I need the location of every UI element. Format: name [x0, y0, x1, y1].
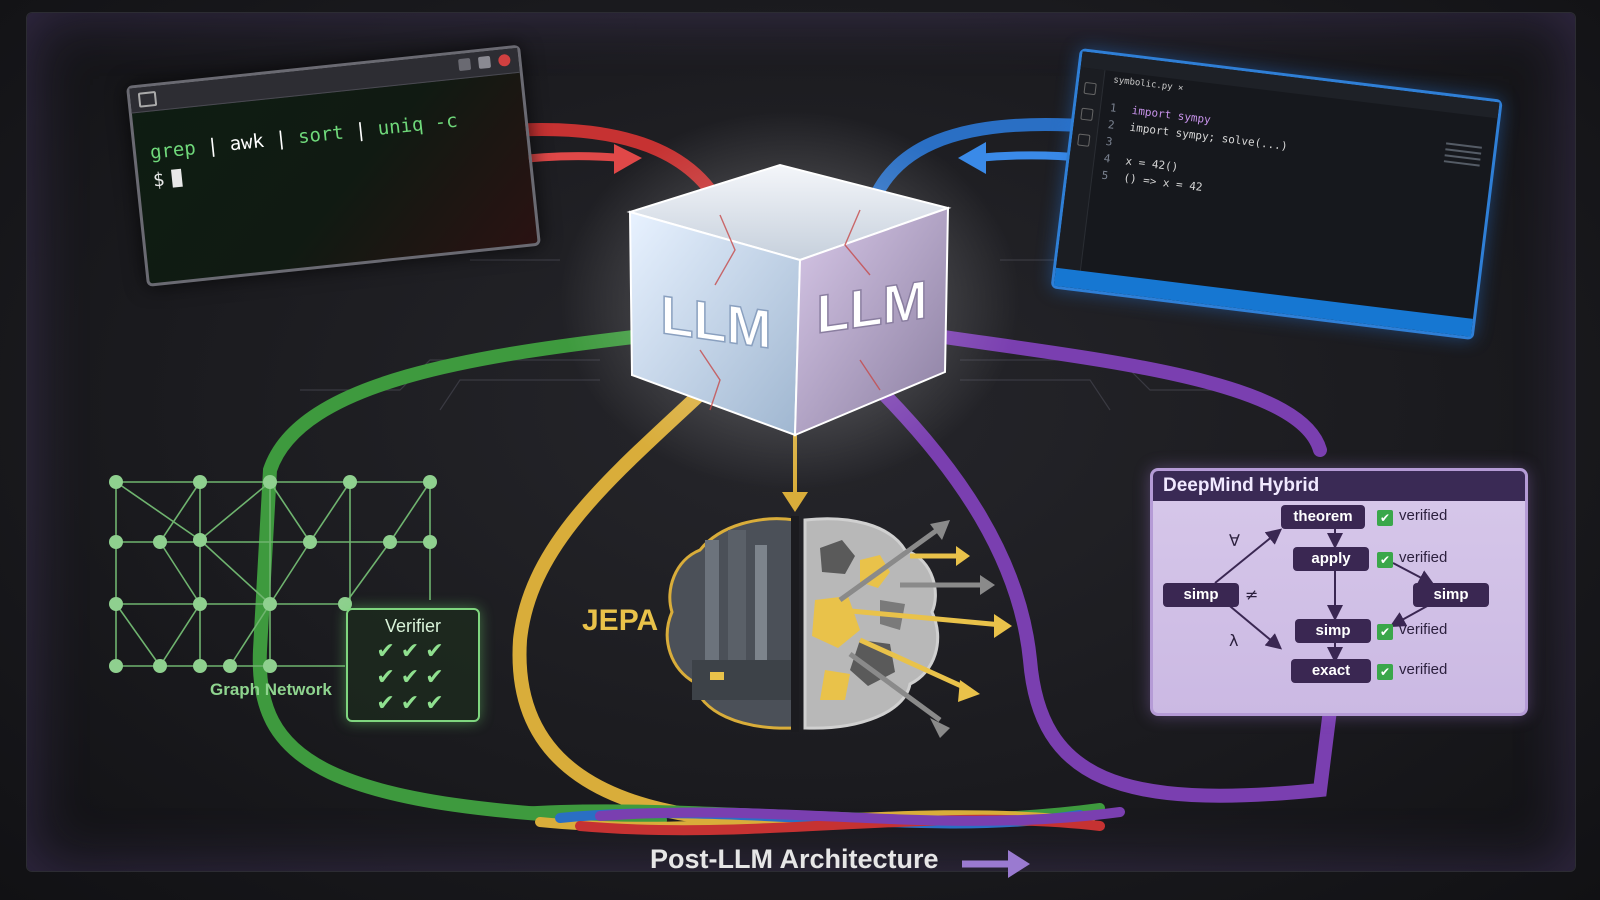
deepmind-hybrid-panel: DeepMind Hybrid theorem ✔verified apply … — [1150, 468, 1528, 716]
graph-network-label: Graph Network — [210, 680, 332, 699]
editor-tab-label: symbolic.py — [1112, 75, 1174, 93]
node-exact[interactable]: exact — [1291, 659, 1371, 683]
cmd-uniq: uniq -c — [376, 109, 459, 140]
check-row: ✔✔✔ — [376, 691, 450, 716]
line-number: 5 — [1100, 168, 1110, 183]
check-icon: ✔ — [1377, 552, 1393, 568]
simp-verified: ✔verified — [1377, 621, 1447, 640]
check-icon: ✔ — [1377, 510, 1393, 526]
graph-nodes — [109, 475, 437, 673]
lambda-symbol: λ — [1229, 631, 1239, 650]
node-theorem[interactable]: theorem — [1281, 505, 1365, 529]
deepmind-title: DeepMind Hybrid — [1153, 471, 1525, 501]
check-row: ✔✔✔ — [376, 639, 450, 664]
pipe-1: | — [205, 134, 220, 158]
text-cursor — [171, 168, 184, 188]
jepa-label: JEPA — [582, 604, 659, 637]
deepmind-wire-lower — [868, 378, 1337, 803]
search-icon[interactable] — [1080, 107, 1094, 122]
cube-glow — [560, 110, 1020, 490]
jepa-wire — [512, 373, 787, 829]
maximize-button[interactable] — [477, 55, 492, 69]
pipe-3: | — [353, 119, 368, 143]
not-equal-symbol: ≠ — [1245, 585, 1259, 604]
node-simp-left[interactable]: simp — [1163, 583, 1239, 607]
source-control-icon[interactable] — [1077, 133, 1091, 147]
apply-verified: ✔verified — [1377, 549, 1447, 568]
terminal-window: grep | awk | sort | uniq -c $ — [126, 44, 541, 287]
check-row: ✔✔✔ — [376, 665, 450, 690]
close-button[interactable] — [497, 53, 511, 67]
forall-symbol: ∀ — [1229, 531, 1240, 550]
editor-tab[interactable]: symbolic.py × — [1112, 75, 1184, 99]
outer-frame — [26, 12, 1576, 872]
check-icon: ✔ — [1377, 624, 1393, 640]
footer-label: Post-LLM Architecture — [650, 844, 939, 874]
prompt-symbol: $ — [151, 168, 166, 192]
explorer-icon[interactable] — [1083, 81, 1097, 96]
jepa-arrow-head — [782, 492, 808, 512]
exact-verified: ✔verified — [1377, 661, 1447, 680]
verifier-panel: Verifier ✔✔✔ ✔✔✔ ✔✔✔ — [346, 608, 480, 722]
tab-close-icon[interactable]: × — [1177, 83, 1184, 94]
jepa-prediction-arrows — [838, 520, 1012, 738]
footer-arrow — [962, 850, 1030, 878]
editor-minimap — [1441, 142, 1482, 186]
check-icon: ✔ — [1377, 664, 1393, 680]
minimize-button[interactable] — [458, 57, 472, 72]
node-simp-right[interactable]: simp — [1413, 583, 1489, 607]
verifier-checks: ✔✔✔ ✔✔✔ ✔✔✔ — [348, 639, 478, 717]
braided-bundle — [515, 803, 1125, 836]
pipe-2: | — [274, 127, 288, 151]
node-apply[interactable]: apply — [1293, 547, 1369, 571]
verifier-title: Verifier — [384, 616, 442, 636]
theorem-verified: ✔verified — [1377, 507, 1447, 526]
cmd-grep: grep — [148, 137, 197, 164]
graph-wire — [252, 328, 667, 827]
cmd-sort: sort — [296, 121, 345, 149]
terminal-icon — [137, 90, 158, 108]
jepa-brain — [665, 516, 940, 732]
node-simp-mid[interactable]: simp — [1295, 619, 1371, 643]
cmd-awk: awk — [228, 129, 266, 156]
